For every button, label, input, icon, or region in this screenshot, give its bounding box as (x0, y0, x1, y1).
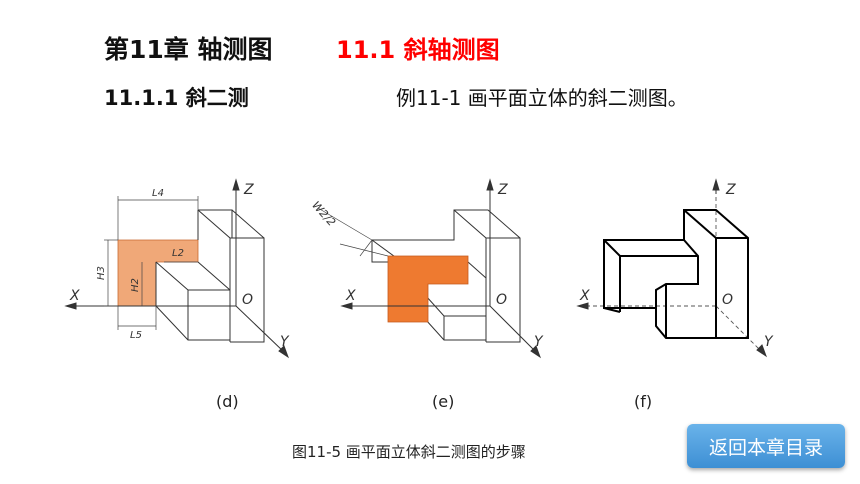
origin-label: O (242, 292, 253, 308)
dim-h2: H2 (130, 278, 141, 292)
axes (340, 178, 541, 359)
dimension-lines (317, 207, 389, 257)
example-text: 例11-1 画平面立体的斜二测图。 (396, 86, 688, 110)
dimension-lines (104, 196, 199, 330)
figure-d-label: (d) (216, 392, 239, 411)
origin-label: O (496, 292, 507, 308)
y-axis-label: Y (764, 334, 774, 350)
dim-h3: H3 (96, 266, 107, 280)
x-axis-label: X (345, 288, 356, 304)
dim-l4: L4 (152, 188, 164, 199)
subsection-title: 11.1.1 斜二测 (104, 86, 249, 110)
z-axis-label: Z (497, 182, 508, 198)
z-axis-label: Z (243, 182, 254, 198)
x-axis-label: X (579, 288, 590, 304)
chapter-title: 第11章 轴测图 (104, 35, 273, 64)
x-axis-label: X (69, 288, 80, 304)
solid-outline (603, 209, 749, 339)
figure-f-label: (f) (634, 392, 653, 411)
back-to-contents-button[interactable]: 返回本章目录 (687, 424, 845, 468)
box-outline (155, 209, 265, 343)
origin-label: O (722, 292, 733, 308)
axes (576, 178, 767, 358)
figure-caption: 图11-5 画平面立体斜二测图的步骤 (292, 443, 526, 461)
box-outline (371, 209, 521, 343)
figure-e-label: (e) (432, 392, 455, 411)
z-axis-label: Z (725, 182, 736, 198)
axes (64, 178, 289, 359)
section-title: 11.1 斜轴测图 (336, 36, 500, 64)
y-axis-label: Y (534, 334, 544, 350)
y-axis-label: Y (280, 334, 290, 350)
dim-l2: L2 (172, 248, 184, 259)
dim-l5: L5 (130, 330, 142, 341)
